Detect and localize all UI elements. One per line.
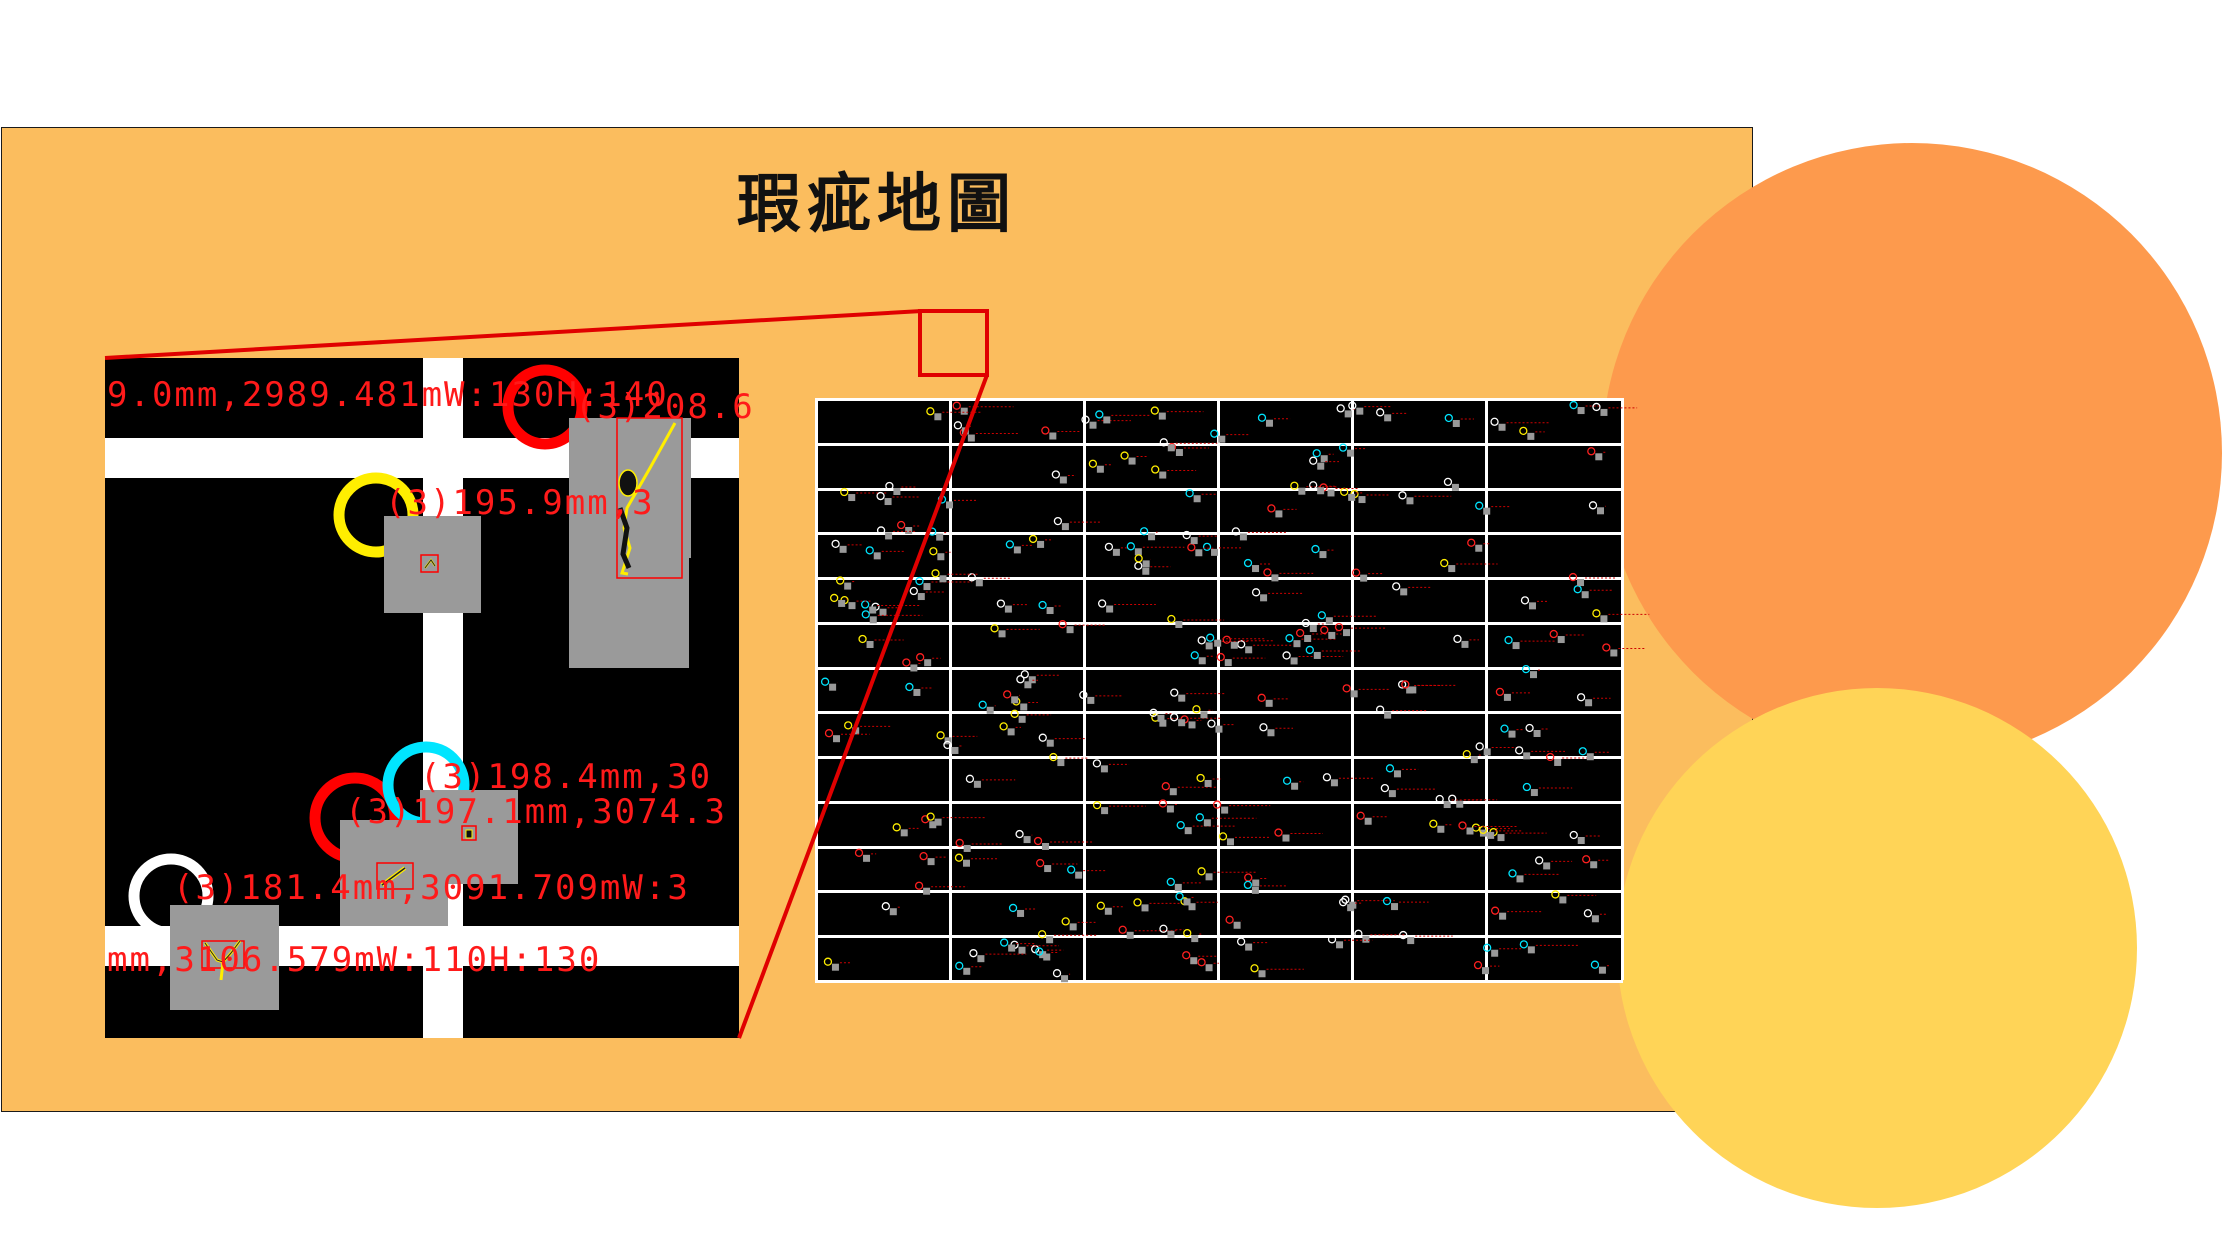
decorative-circle-yellow (1617, 688, 2137, 1208)
defect-map[interactable] (815, 398, 1650, 983)
defect-map-grid (815, 398, 1650, 983)
zoom-detail-panel[interactable]: 9.0mm,2989.481mW:130H:140 (3)195.9mm,3 (… (105, 358, 753, 1038)
defect-label: (3)197.1mm,3074.3 (345, 792, 727, 832)
defect-label: 9.0mm,2989.481mW:130H:140 (107, 375, 669, 415)
zoom-line-top (104, 309, 923, 360)
slide: 瑕疵地圖 (1, 127, 2222, 1208)
zoom-detail-graphics (105, 358, 739, 1038)
defect-label: (3)195.9mm,3 (385, 483, 655, 523)
defect-label: mm,3106.579mW:110H:130 (107, 940, 602, 980)
decorative-circle-orange (1602, 143, 2222, 763)
defect-label: (3)181.4mm,3091.709mW:3 (173, 868, 690, 908)
defect-label: (3)198.4mm,30 (420, 757, 713, 797)
defect-label: (3)208.6 (575, 387, 755, 427)
zoom-highlight-box (918, 309, 989, 377)
slide-title: 瑕疵地圖 (737, 167, 1017, 242)
